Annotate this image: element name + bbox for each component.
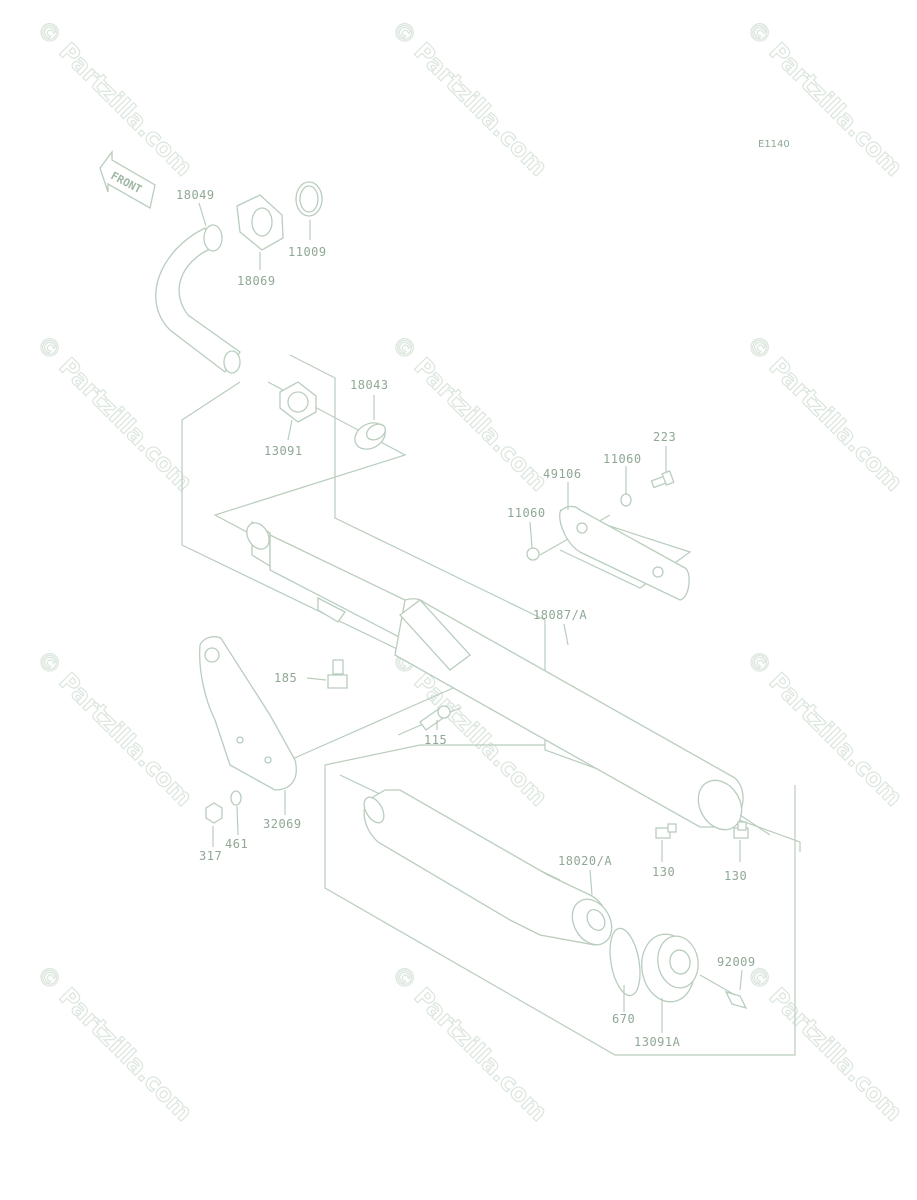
header-flange: [236, 194, 284, 251]
label-18049: 18049: [176, 188, 215, 202]
label-92009: 92009: [717, 955, 756, 969]
watermark: © Partzilla.com: [31, 14, 198, 181]
label-185: 185: [274, 671, 297, 685]
watermark: © Partzilla.com: [741, 959, 908, 1126]
label-32069: 32069: [263, 817, 302, 831]
nut-317: [205, 802, 223, 824]
watermark: © Partzilla.com: [741, 329, 908, 496]
label-670: 670: [612, 1012, 635, 1026]
label-18087a: 18087/A: [533, 608, 587, 622]
gasket-ring: [295, 181, 323, 217]
pipe-nut: [279, 381, 317, 423]
label-11060-lower: 11060: [507, 506, 546, 520]
end-cap-gasket: [609, 927, 641, 997]
label-130-right: 130: [724, 869, 747, 883]
label-115: 115: [424, 733, 447, 747]
label-130-left: 130: [652, 865, 675, 879]
end-cap: [641, 933, 699, 1003]
watermark: © Partzilla.com: [386, 14, 553, 181]
leader-lines: [198, 202, 743, 1033]
label-13091a: 13091A: [634, 1035, 681, 1049]
washer-11060-upper: [620, 493, 632, 507]
label-18069: 18069: [237, 274, 276, 288]
label-49106: 49106: [543, 467, 582, 481]
front-arrow-icon: FRONT: [99, 150, 156, 210]
label-317: 317: [199, 849, 222, 863]
bolt-92009: [724, 990, 748, 1010]
bolt-185: [327, 659, 348, 689]
heat-guard: [559, 505, 690, 601]
watermark: © Partzilla.com: [31, 644, 198, 811]
watermark: © Partzilla.com: [386, 329, 553, 496]
label-11009: 11009: [288, 245, 327, 259]
exhaust-gasket: [354, 422, 386, 450]
screw-115: [419, 705, 451, 731]
label-18020a: 18020/A: [558, 854, 612, 868]
bolt-130-left: [655, 823, 677, 839]
watermark: © Partzilla.com: [741, 644, 908, 811]
watermark: © Partzilla.com: [31, 959, 198, 1126]
label-18043: 18043: [350, 378, 389, 392]
watermark: © Partzilla.com: [31, 329, 198, 496]
label-461: 461: [225, 837, 248, 851]
label-223: 223: [653, 430, 676, 444]
silencer: [363, 789, 613, 946]
muffler-body: [246, 520, 771, 836]
bolt-130-right: [733, 821, 749, 839]
watermarks: © Partzilla.com © Partzilla.com © Partzi…: [30, 14, 908, 1127]
label-13091: 13091: [264, 444, 303, 458]
washer-11060-lower: [526, 547, 540, 561]
watermark: © Partzilla.com: [386, 959, 553, 1126]
muffler-bracket: [199, 636, 297, 791]
washer-461: [230, 790, 242, 806]
diagram-code: E1140: [758, 139, 790, 150]
watermark: © Partzilla.com: [741, 14, 908, 181]
part-labels: 18049 18069 11009 18043 13091 223 11060 …: [176, 188, 756, 1049]
bolt-223: [650, 470, 675, 489]
exhaust-header-pipe: [155, 224, 241, 374]
label-11060-upper: 11060: [603, 452, 642, 466]
